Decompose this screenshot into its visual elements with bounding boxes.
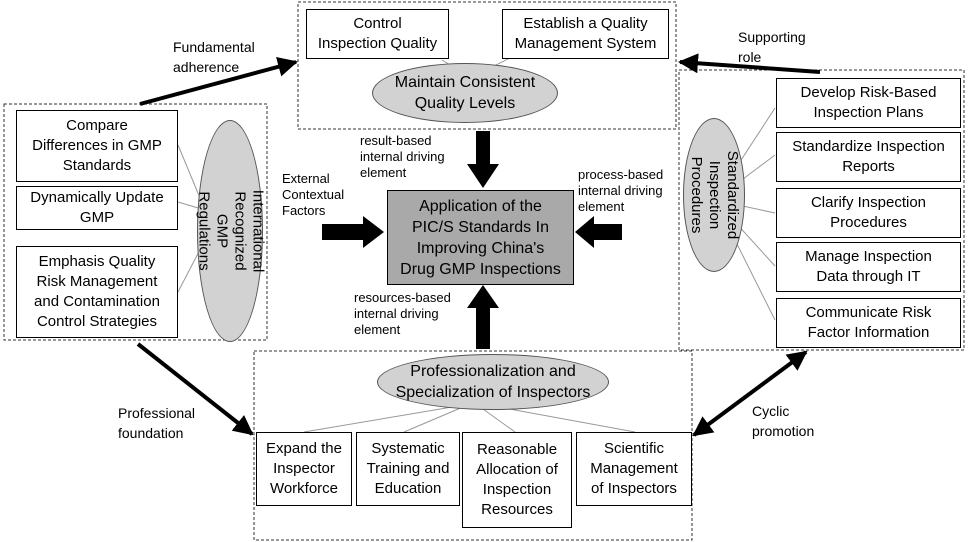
link-arrows — [136, 53, 821, 437]
ellipse-left-label: International Recognized GMP Regulations — [195, 189, 266, 273]
label-resources-based-driver: resources-based internal driving element — [354, 290, 451, 337]
ellipse-maintain-consistent-quality-levels: Maintain Consistent Quality Levels — [372, 63, 558, 123]
label-professional-foundation: Professional foundation — [118, 405, 196, 441]
left-group-frame — [3, 103, 268, 341]
box-systematic-training-education: Systematic Training and Education — [356, 432, 460, 506]
box-clarify-inspection-procedures: Clarify Inspection Procedures — [776, 188, 961, 238]
center-box-pic-s-application: Application of the PIC/S Standards In Im… — [387, 190, 574, 285]
box-reasonable-allocation-of-resources: Reasonable Allocation of Inspection Reso… — [462, 432, 572, 528]
box-dynamically-update-gmp: Dynamically Update GMP — [16, 186, 178, 230]
arrow-from-bottom — [467, 285, 499, 349]
box-expand-inspector-workforce: Expand the Inspector Workforce — [256, 432, 352, 506]
fundamental-adherence-arrow — [139, 57, 298, 106]
arrow-from-left — [322, 216, 384, 248]
box-compare-gmp-standards: Compare Differences in GMP Standards — [16, 110, 178, 182]
box-scientific-management-of-inspectors: Scientific Management of Inspectors — [576, 432, 692, 506]
right-group-frame — [678, 69, 965, 351]
box-develop-risk-based-inspection-plans: Develop Risk-Based Inspection Plans — [776, 78, 961, 128]
professional-foundation-arrow — [136, 342, 254, 436]
ellipse-right-label: Standardized Inspection Procedures — [688, 150, 741, 240]
box-standardize-inspection-reports: Standardize Inspection Reports — [776, 132, 961, 182]
arrow-from-top — [467, 131, 499, 188]
label-fundamental-adherence: Fundamental adherence — [173, 39, 255, 75]
box-manage-inspection-data-through-it: Manage Inspection Data through IT — [776, 242, 961, 292]
ellipse-international-recognized-gmp-regulations: International Recognized GMP Regulations — [195, 120, 266, 342]
ellipse-standardized-inspection-procedures: Standardized Inspection Procedures — [683, 118, 745, 272]
box-establish-quality-management-system: Establish a Quality Management System — [502, 9, 669, 59]
supporting-role-arrow — [678, 53, 821, 74]
label-cyclic-promotion: Cyclic promotion — [752, 403, 815, 439]
cyclic-promotion-arrow — [692, 350, 808, 437]
bottom-group-frame — [253, 350, 693, 541]
arrow-from-right — [575, 216, 622, 248]
box-control-inspection-quality: Control Inspection Quality — [306, 9, 449, 59]
label-external-contextual-factors: External Contextual Factors — [282, 171, 345, 218]
box-emphasis-quality-risk-management: Emphasis Quality Risk Management and Con… — [16, 246, 178, 338]
top-group-frame — [297, 1, 677, 130]
block-arrows — [322, 131, 622, 349]
box-communicate-risk-factor-information: Communicate Risk Factor Information — [776, 298, 961, 348]
label-result-based-driver: result-based internal driving element — [360, 133, 445, 180]
ellipse-professionalization-of-inspectors: Professionalization and Specialization o… — [377, 354, 609, 410]
label-process-based-driver: process-based internal driving element — [578, 167, 664, 214]
label-supporting-role: Supporting role — [738, 29, 806, 65]
